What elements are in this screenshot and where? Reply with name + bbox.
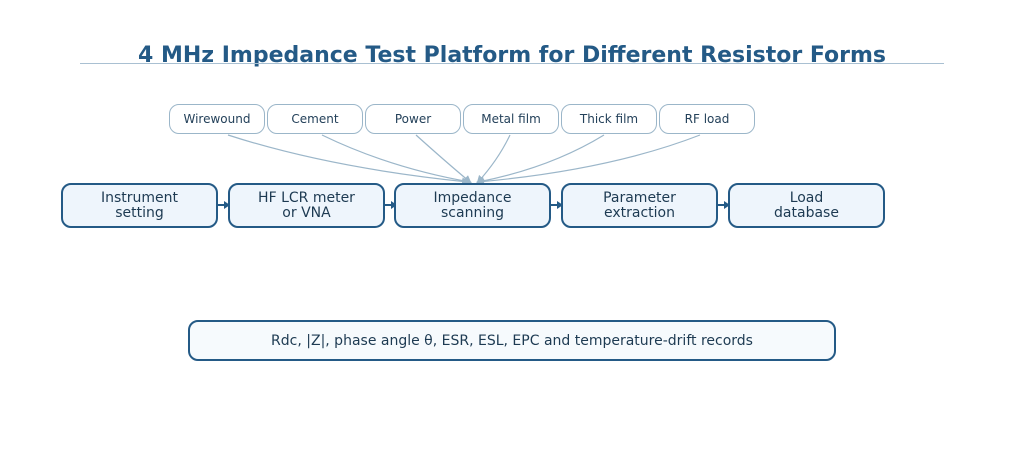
step-load-database: Load database xyxy=(728,183,885,228)
step-load-database-label: Load database xyxy=(774,189,839,221)
link-thick-film xyxy=(476,134,605,185)
step-impedance-scanning: Impedance scanning xyxy=(394,183,551,228)
link-metal-film xyxy=(476,134,511,184)
resistor-form-rf-load: RF load xyxy=(659,104,755,134)
step-impedance-scanning-label: Impedance scanning xyxy=(433,189,512,221)
resistor-form-links xyxy=(227,134,701,186)
step-parameter-extraction: Parameter extraction xyxy=(561,183,718,228)
output-records-box: Rdc, |Z|, phase angle θ, ESR, ESL, EPC a… xyxy=(188,320,836,361)
resistor-form-metal-film: Metal film xyxy=(463,104,559,134)
resistor-form-cement: Cement xyxy=(267,104,363,134)
resistor-form-wirewound: Wirewound xyxy=(169,104,265,134)
step-instrument-setting-label: Instrument setting xyxy=(100,189,179,221)
output-records-label: Rdc, |Z|, phase angle θ, ESR, ESL, EPC a… xyxy=(271,332,753,349)
step-instrument-setting: Instrument setting xyxy=(61,183,218,228)
link-rf-load xyxy=(476,134,701,186)
title-underline xyxy=(80,63,944,64)
step-hf-lcr-meter-label: HF LCR meter or VNA xyxy=(258,189,355,221)
step-hf-lcr-meter-or-vna: HF LCR meter or VNA xyxy=(228,183,385,228)
link-cement xyxy=(321,134,472,185)
link-power xyxy=(415,134,472,184)
link-wirewound xyxy=(227,134,470,186)
resistor-form-thick-film: Thick film xyxy=(561,104,657,134)
resistor-form-power: Power xyxy=(365,104,461,134)
step-parameter-extraction-label: Parameter extraction xyxy=(603,189,676,221)
